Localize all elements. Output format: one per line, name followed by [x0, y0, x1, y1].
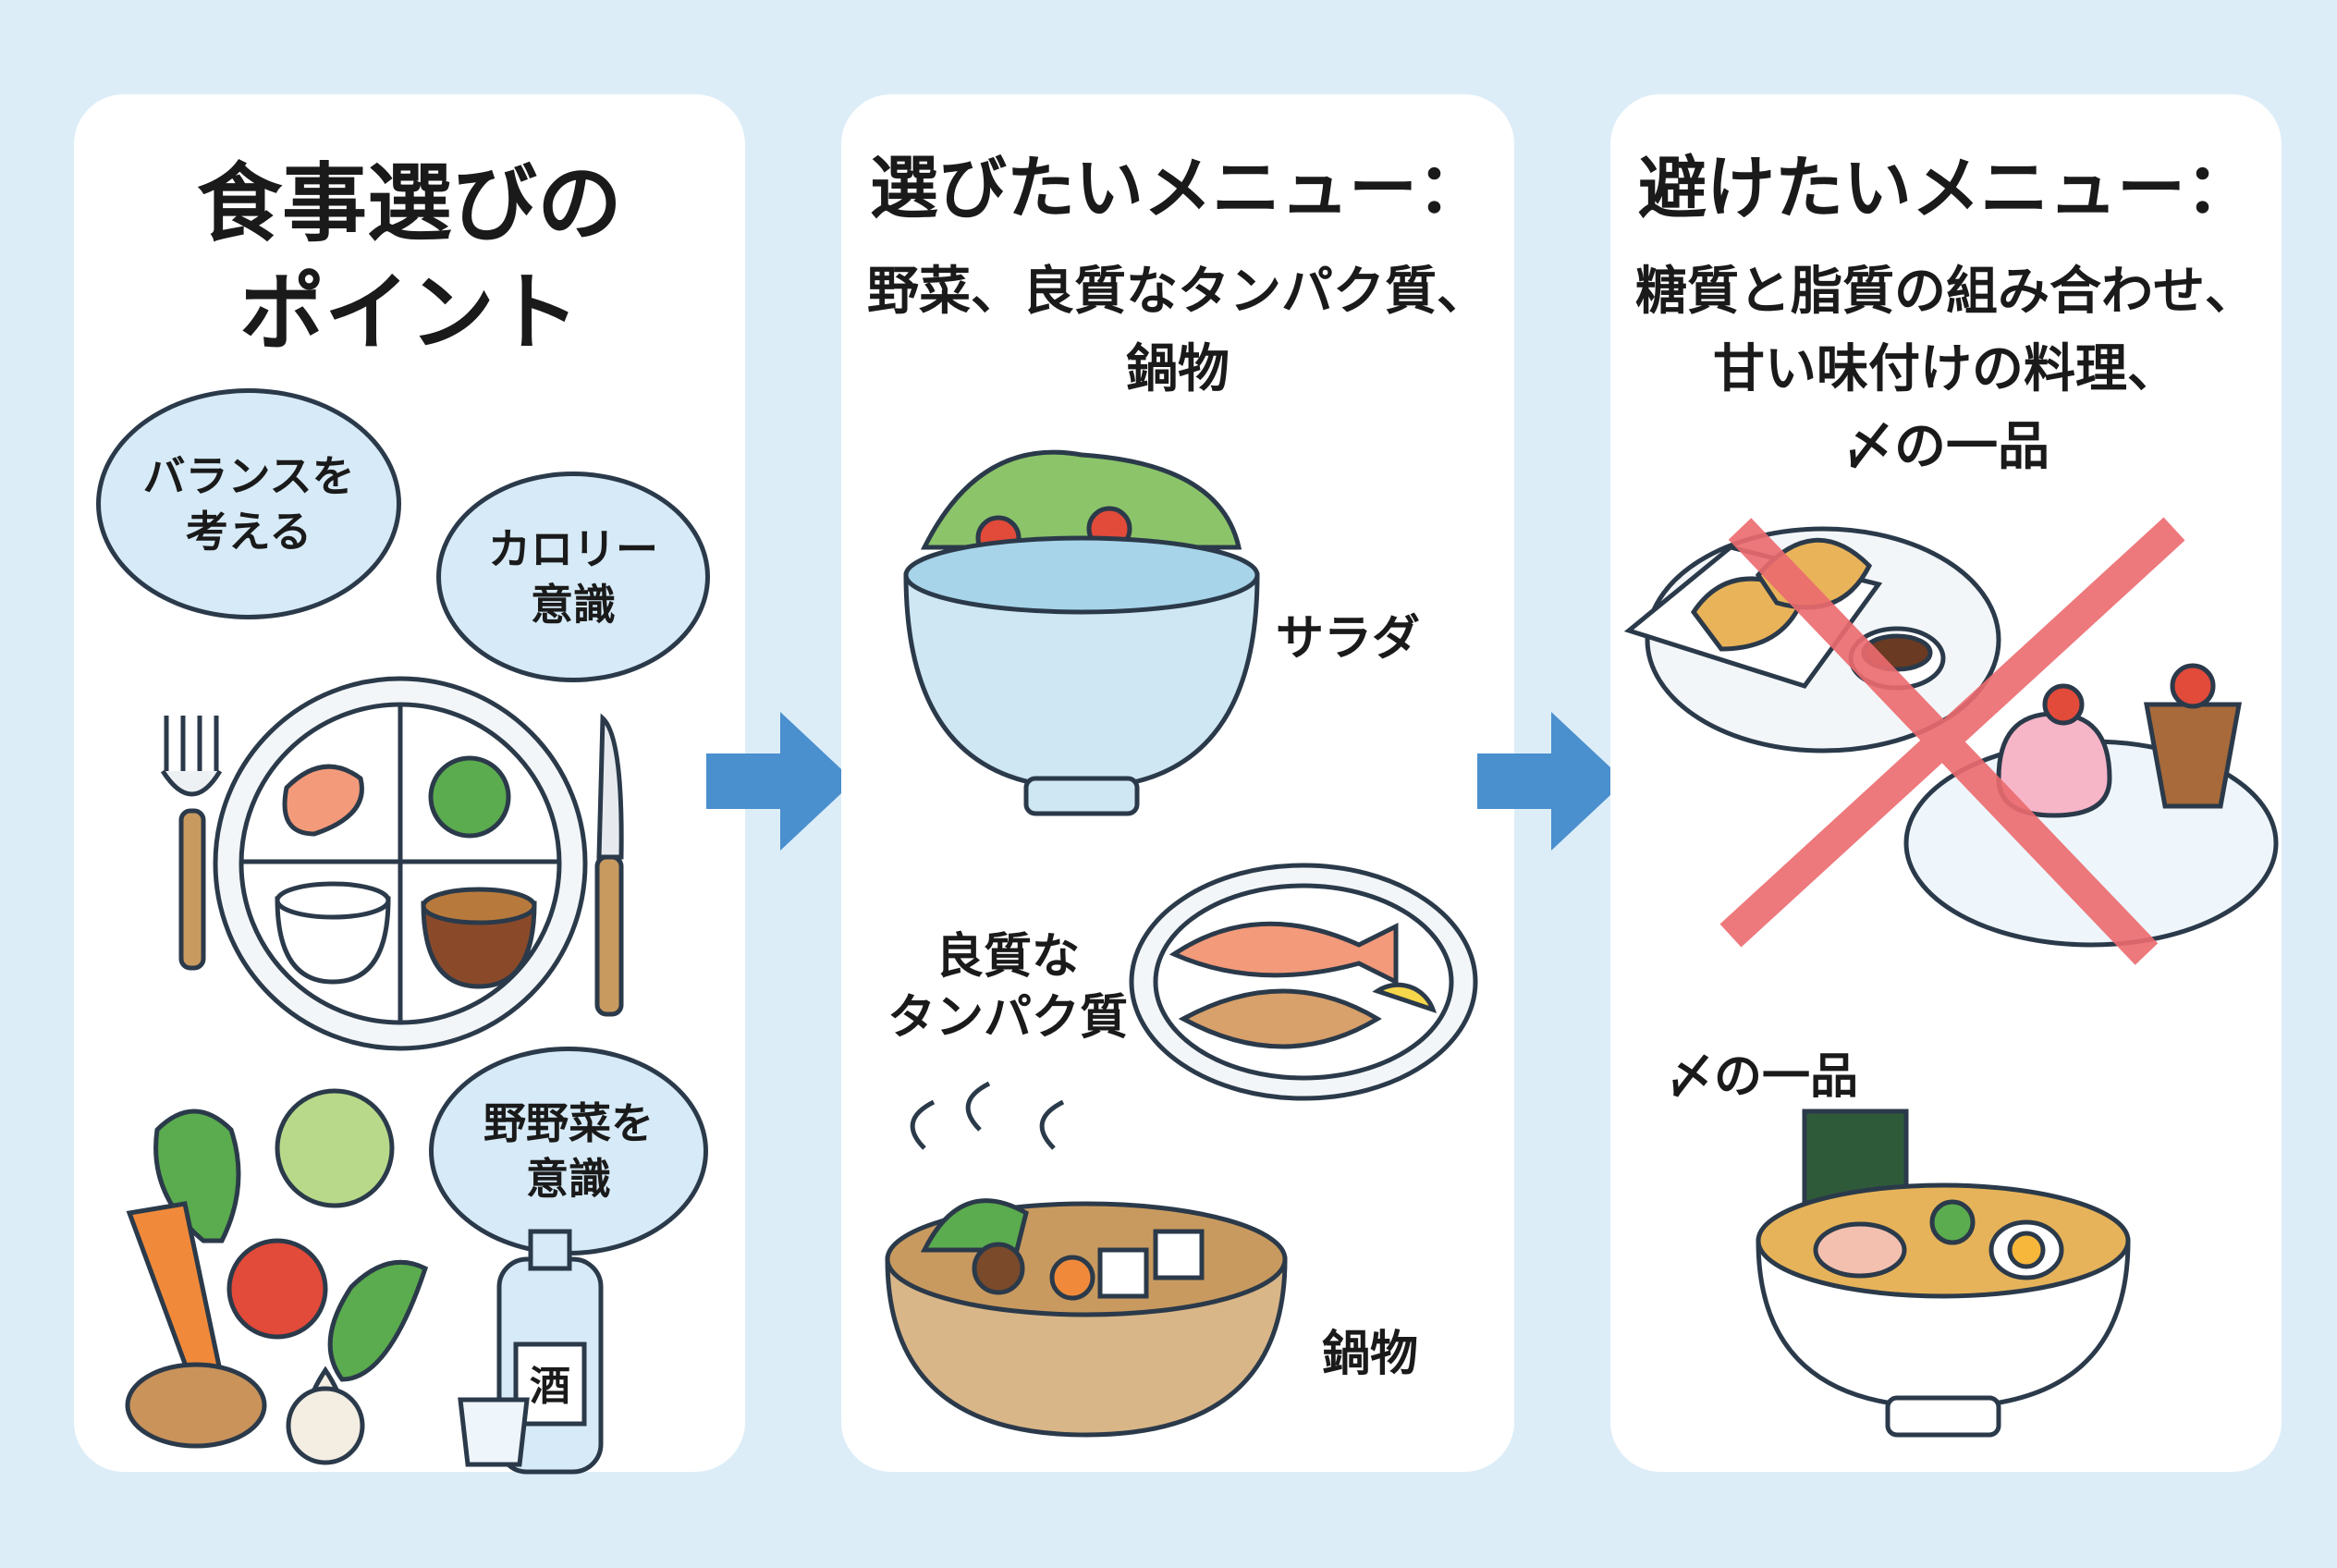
- panel1-title-line2: ポイント: [239, 263, 580, 362]
- panel-avoid-menu: 避けたいメニュー： 糖質と脂質の組み合わせ、 甘い味付けの料理、 〆の一品 〆の…: [1610, 94, 2282, 1472]
- bubble-calorie-line2: 意識: [531, 580, 616, 630]
- protein-label-line2: タンパク質: [887, 990, 1129, 1046]
- panel1-title: 食事選びの ポイント: [74, 150, 745, 368]
- protein-plate-illustration: [1129, 863, 1478, 1101]
- salad-bowl-illustration: [903, 449, 1260, 816]
- panel3-sub-line3: 〆の一品: [1842, 417, 2049, 477]
- meal-plate-illustration: [160, 676, 624, 1051]
- bubble-balance-line1: バランスを: [142, 451, 355, 501]
- arrow-right-icon: [706, 712, 854, 851]
- panel3-sub-line2: 甘い味付けの料理、: [1713, 339, 2179, 399]
- panel-recommended-menu: 選びたいメニュー： 野菜、良質なタンパク質、 鍋物 サラダ 良質な タンパク質: [841, 94, 1514, 1472]
- panel2-sub-line2: 鍋物: [1126, 339, 1230, 399]
- panel2-subtitle: 野菜、良質なタンパク質、 鍋物: [850, 253, 1505, 409]
- tempura-dessert-illustration: [1623, 517, 2279, 965]
- panel2-sub-line1: 野菜、良質なタンパク質、: [867, 262, 1488, 322]
- bubble-balance-line2: 考える: [185, 507, 312, 557]
- nabe-label: 鍋物: [1322, 1327, 1419, 1382]
- panel3-subtitle: 糖質と脂質の組み合わせ、 甘い味付けの料理、 〆の一品: [1620, 253, 2272, 486]
- bubble-calorie-line1: カロリー: [488, 524, 658, 574]
- hotpot-illustration: [885, 1081, 1288, 1438]
- panel3-sub-line1: 糖質と脂質の組み合わせ、: [1635, 262, 2257, 322]
- shime-label: 〆の一品: [1666, 1049, 1859, 1105]
- panel-meal-points: 食事選びの ポイント バランスを考える カロリー意識 野野菜を意識: [74, 94, 745, 1475]
- salad-label: サラダ: [1276, 611, 1421, 667]
- bubble-vegetable-line1: 野野菜を: [483, 1098, 654, 1148]
- protein-label: 良質な タンパク質: [887, 926, 1128, 1048]
- arrow-right-icon: [1477, 712, 1625, 851]
- panel2-title: 選びたいメニュー：: [870, 149, 1486, 228]
- bubble-calorie: カロリー意識: [436, 472, 710, 682]
- bubble-vegetable: 野野菜を意識: [429, 1047, 708, 1256]
- panel1-title-line1: 食事選びの: [196, 154, 622, 253]
- ramen-bowl-illustration: [1756, 1109, 2131, 1438]
- bubble-balance: バランスを考える: [96, 388, 401, 619]
- vegetables-illustration: 酒: [125, 1088, 604, 1475]
- sake-label: 酒: [530, 1363, 570, 1410]
- bubble-vegetable-line2: 意識: [526, 1154, 611, 1204]
- panel3-title: 避けたいメニュー：: [1638, 149, 2254, 228]
- cross-mark-icon: [1719, 517, 2185, 965]
- protein-label-line1: 良質な: [936, 929, 1081, 985]
